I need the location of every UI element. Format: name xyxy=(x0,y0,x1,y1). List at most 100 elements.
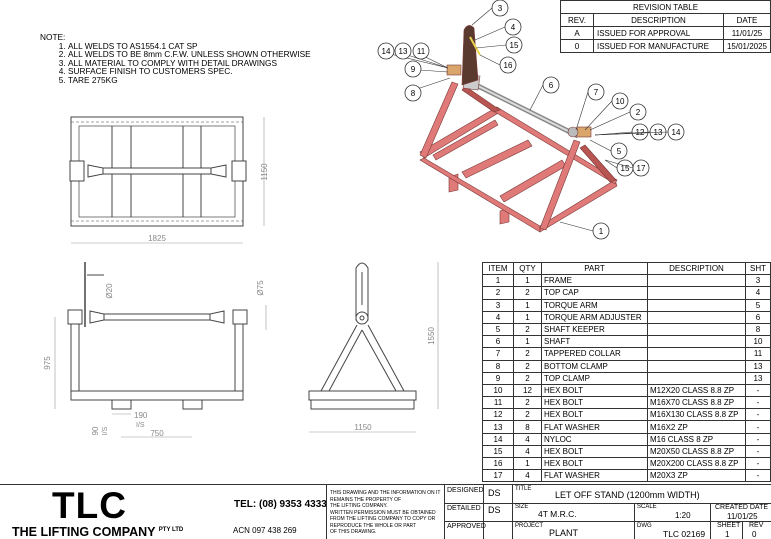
bom-cell: 2 xyxy=(513,371,542,385)
bom-cell: - xyxy=(745,420,771,434)
bom-cell xyxy=(647,310,746,324)
balloon-number: 8 xyxy=(411,89,416,98)
bom-cell: 6 xyxy=(482,335,514,349)
leader-line xyxy=(529,84,544,111)
balloon xyxy=(592,222,610,240)
bom-cell: FRAME xyxy=(541,274,648,288)
bom-cell: HEX BOLT xyxy=(541,456,648,471)
rev-value: 0 xyxy=(752,530,757,539)
dim-shaft-dia: Ø75 xyxy=(256,280,265,296)
disclaimer-line: THE LIFTING COMPANY. xyxy=(330,503,388,509)
bom-header: ITEM xyxy=(482,261,514,276)
dim-foot-width: 190 xyxy=(134,411,148,420)
detailed-value: DS xyxy=(488,505,501,515)
front-view xyxy=(54,262,267,438)
balloon-number: 14 xyxy=(672,128,681,137)
bom-cell: 5 xyxy=(745,298,771,312)
disclaimer-line: WRITTEN PERMISSION MUST BE OBTAINED xyxy=(330,509,436,516)
balloon xyxy=(587,83,605,101)
bom-cell xyxy=(647,322,746,337)
leader-line xyxy=(475,44,507,49)
bom-cell: TAPPERED COLLAR xyxy=(541,347,648,361)
note-item: ALL MATERIAL TO COMPLY WITH DETAIL DRAWI… xyxy=(68,59,311,68)
leader-line xyxy=(594,131,669,136)
bom-cell: 1 xyxy=(513,274,542,288)
balloon-number: 4 xyxy=(511,23,516,32)
disclaimer-line: FROM THE LIFTING COMPANY TO COPY OR xyxy=(330,516,436,522)
bom-header: DESCRIPTION xyxy=(647,261,746,276)
bom-cell: 5 xyxy=(482,322,514,337)
bom-cell: 14 xyxy=(482,432,514,446)
bom-cell: 10 xyxy=(482,383,514,398)
rev-cell: 0 xyxy=(560,39,594,53)
bom-cell: 2 xyxy=(482,286,514,300)
balloon xyxy=(542,76,560,94)
bom-cell: 2 xyxy=(513,347,542,361)
bom-cell: 4 xyxy=(482,310,514,324)
bom-cell: 1 xyxy=(482,274,514,288)
top-view xyxy=(69,116,265,244)
dwg-label: DWG xyxy=(637,523,652,529)
rev-label: REV xyxy=(749,522,764,529)
bom-cell: M20X3 ZP xyxy=(647,469,746,483)
balloon-number: 17 xyxy=(637,164,646,173)
bom-cell: 4 xyxy=(745,286,771,300)
bom-cell: 4 xyxy=(513,444,542,459)
bom-cell: - xyxy=(745,456,771,471)
company-logo: TLC xyxy=(52,485,127,526)
bom-cell: 12 xyxy=(513,383,542,398)
bom-cell: 6 xyxy=(745,310,771,324)
designed-value: DS xyxy=(488,488,501,498)
bom-cell: FLAT WASHER xyxy=(541,420,648,434)
balloon-number: 7 xyxy=(594,88,599,97)
bom-cell: 11 xyxy=(745,347,771,361)
approval-grid: DESIGNED DS DETAILED DS APPROVED TITLE L… xyxy=(444,485,771,539)
bom-cell: SHAFT KEEPER xyxy=(541,322,648,337)
disclaimer-line: OF THIS DRAWING. xyxy=(330,529,377,535)
acn: ACN 097 438 269 xyxy=(233,526,297,535)
balloon-number: 5 xyxy=(617,147,622,156)
dim-pin-dia: Ø20 xyxy=(105,283,114,299)
bom-cell: FLAT WASHER xyxy=(541,469,648,483)
sheet-label: SHEET xyxy=(717,522,741,529)
disclaimer-line: REMAINS THE PROPERTY OF xyxy=(330,496,402,503)
size-label: SIZE xyxy=(515,504,529,510)
company-name-text: THE LIFTING COMPANY xyxy=(12,525,156,539)
bom-cell xyxy=(647,274,746,288)
bom-cell: HEX BOLT xyxy=(541,408,648,422)
balloon-number: 13 xyxy=(399,47,408,56)
company-name: THE LIFTING COMPANY PTY LTD xyxy=(12,525,183,539)
note-item: SURFACE FINISH TO CUSTOMERS SPEC. xyxy=(68,67,311,76)
bom-cell: - xyxy=(745,469,771,483)
bom-cell: 16 xyxy=(482,456,514,471)
scale-label: SCALE xyxy=(637,504,657,510)
bom-cell: 4 xyxy=(513,469,542,483)
drawing-title: LET OFF STAND (1200mm WIDTH) xyxy=(555,490,700,500)
balloon xyxy=(632,159,650,177)
leader-line xyxy=(589,111,631,131)
bom-header: SHT xyxy=(745,261,771,276)
bom-cell: 3 xyxy=(745,274,771,288)
balloon-number: 15 xyxy=(621,164,630,173)
bom-cell: TOP CLAMP xyxy=(541,371,648,385)
balloon xyxy=(610,142,628,160)
notes-heading: NOTE: xyxy=(40,32,66,42)
balloon-number: 16 xyxy=(504,61,513,70)
balloon xyxy=(412,42,430,60)
bom-header: PART xyxy=(541,261,648,276)
bom-cell: 1 xyxy=(513,310,542,324)
dim-side-width: 1150 xyxy=(354,423,372,432)
isometric-view xyxy=(419,25,618,233)
bom-cell: 8 xyxy=(513,420,542,434)
bom-cell: 8 xyxy=(482,359,514,373)
dim-foot-height-note: I/S xyxy=(102,426,109,435)
